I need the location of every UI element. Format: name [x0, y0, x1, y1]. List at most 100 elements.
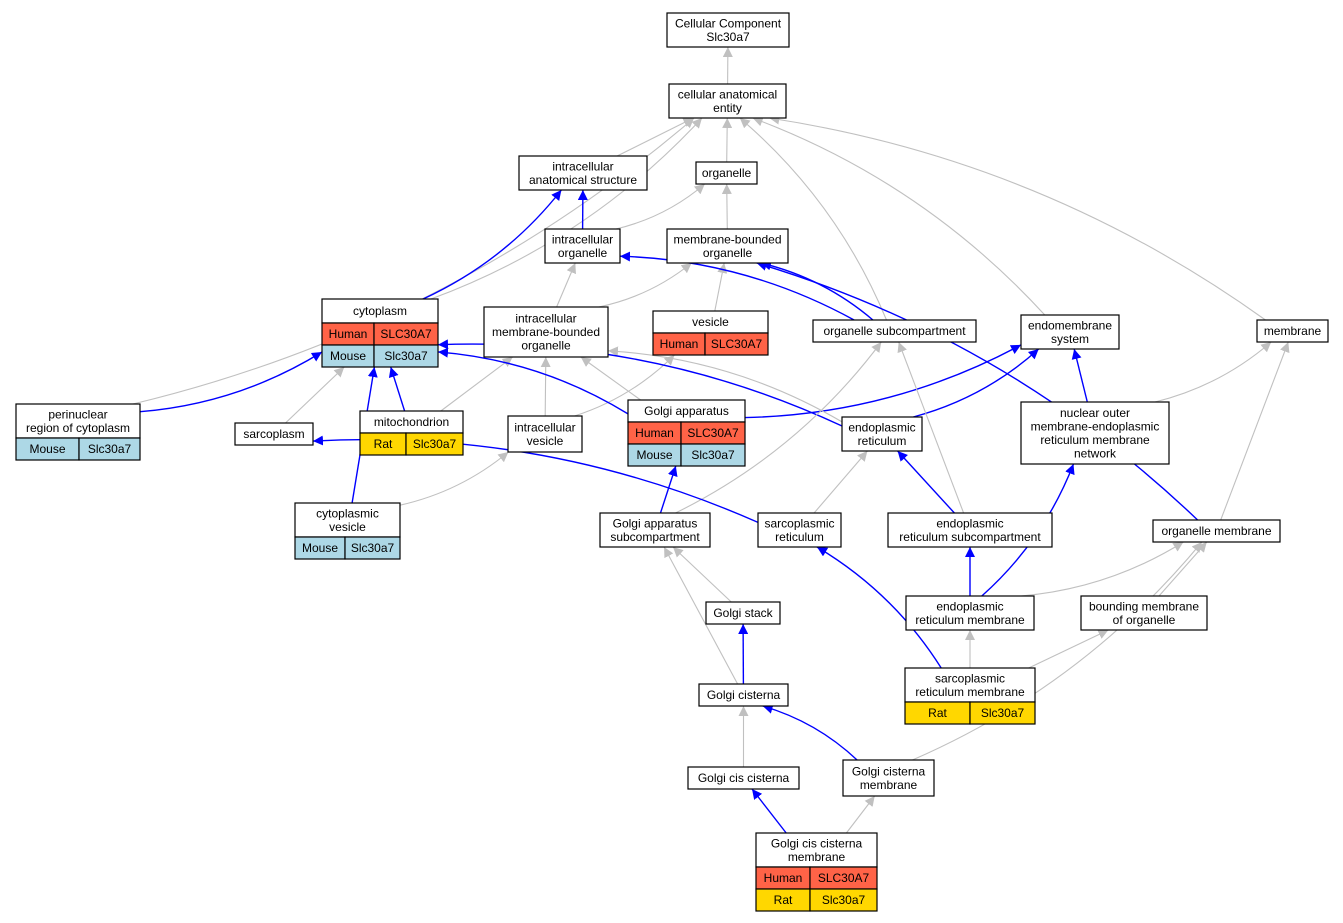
- edge-sarcoplasm-to-cytoplasm: [285, 366, 345, 424]
- node-nomer-label-line: reticulum membrane: [1040, 433, 1150, 447]
- node-io-label-line: organelle: [558, 246, 608, 260]
- node-gccm-box: [755, 832, 878, 868]
- edge-cytoplasm-to-ias: [422, 189, 562, 300]
- edge-gccm-to-gcis: [751, 788, 787, 834]
- node-gccm-gene: SLC30A7: [818, 871, 870, 885]
- edge-vesicle-to-mbo: [714, 262, 728, 312]
- edge-golgi-to-endo: [744, 344, 1022, 419]
- edge-cv-to-iv: [399, 451, 509, 506]
- node-gcist[interactable]: Golgi cisterna: [698, 683, 789, 707]
- node-gcm-label-line: Golgi cisterna: [852, 764, 926, 778]
- node-vesicle-species: Human: [660, 337, 699, 351]
- node-organelle[interactable]: organelle: [695, 161, 758, 185]
- edge-gasc-to-golgi: [659, 465, 678, 514]
- node-perinuclear-gene-cell: [78, 437, 141, 461]
- node-perinuclear-label-line: perinuclear: [48, 407, 107, 421]
- node-om[interactable]: organelle membrane: [1152, 519, 1281, 543]
- node-mito-species: Rat: [374, 437, 393, 451]
- node-er-label-line: reticulum: [858, 434, 907, 448]
- node-gcist-box: [698, 683, 789, 707]
- node-imbo-label-line: organelle: [521, 339, 571, 353]
- node-nomer-label-line: network: [1074, 446, 1117, 460]
- node-iv-label-line: intracellular: [514, 420, 575, 434]
- node-mito-gene: Slc30a7: [413, 437, 457, 451]
- edge-membrane-to-cae: [769, 114, 1266, 321]
- node-sarcoplasm-box: [234, 422, 314, 446]
- node-imbo-box: [483, 306, 609, 358]
- edge-gccm-to-gcm: [845, 795, 876, 834]
- node-ersc-box: [887, 512, 1053, 548]
- edge-gcm-to-om: [912, 541, 1203, 761]
- node-cv-gene: Slc30a7: [351, 541, 395, 555]
- node-golgi-species: Mouse: [636, 448, 672, 462]
- node-vesicle-gene: SLC30A7: [711, 337, 763, 351]
- node-membrane-box: [1256, 319, 1329, 343]
- edge-mito-to-cytoplasm: [388, 366, 406, 412]
- node-gccm-label-line: Golgi cis cisterna: [771, 836, 863, 850]
- edge-gcist-to-gasc: [663, 546, 739, 685]
- node-imbo-label-line: intracellular: [515, 312, 576, 326]
- node-gccm-species: Human: [764, 871, 803, 885]
- node-er-box: [841, 416, 923, 452]
- node-srm-species: Rat: [928, 706, 947, 720]
- node-mito-label-line: mitochondrion: [374, 415, 449, 429]
- node-osc[interactable]: organelle subcompartment: [812, 319, 977, 343]
- node-membrane[interactable]: membrane: [1256, 319, 1329, 343]
- edge-nomer-to-endo: [1071, 348, 1088, 403]
- edge-perinuclear-to-cytoplasm: [139, 351, 323, 413]
- node-ias-label-line: anatomical structure: [529, 173, 637, 187]
- node-cae-box: [668, 83, 787, 119]
- node-gcist-label-line: Golgi cisterna: [707, 688, 781, 702]
- node-gcm-box: [842, 759, 935, 797]
- node-nomer-label-line: nuclear outer: [1060, 406, 1130, 420]
- node-golgi-species: Human: [635, 426, 674, 440]
- edge-mito-to-imbo: [440, 356, 514, 412]
- edge-bmo-to-om: [1158, 541, 1208, 597]
- node-endo-label-line: endomembrane: [1028, 318, 1112, 332]
- node-gcis[interactable]: Golgi cis cisterna: [687, 766, 800, 790]
- edge-om-to-mbo: [756, 261, 1199, 521]
- node-gccm-gene-cell: [809, 888, 878, 912]
- node-erm-box: [905, 595, 1035, 631]
- edge-cytoplasm-to-cae: [430, 117, 703, 300]
- edge-iv-to-imbo: [540, 356, 551, 417]
- node-sarcoplasm[interactable]: sarcoplasm: [234, 422, 314, 446]
- node-erm-label-line: reticulum membrane: [915, 613, 1025, 627]
- node-gccm-species: Rat: [774, 893, 793, 907]
- edge-osc-to-cae: [739, 117, 888, 321]
- node-gstack[interactable]: Golgi stack: [705, 601, 781, 625]
- edge-gcm-to-gcist: [762, 704, 858, 761]
- edge-gstack-to-gasc: [672, 546, 732, 603]
- node-organelle-box: [695, 161, 758, 185]
- node-bmo-label-line: bounding membrane: [1089, 599, 1199, 613]
- node-nomer[interactable]: nuclear outermembrane-endoplasmicreticul…: [1020, 401, 1170, 465]
- node-nomer-label-line: membrane-endoplasmic: [1031, 419, 1160, 433]
- node-gasc-label-line: Golgi apparatus: [613, 516, 698, 530]
- edge-golgi-to-cytoplasm: [437, 347, 629, 415]
- node-cc-box: [666, 12, 790, 48]
